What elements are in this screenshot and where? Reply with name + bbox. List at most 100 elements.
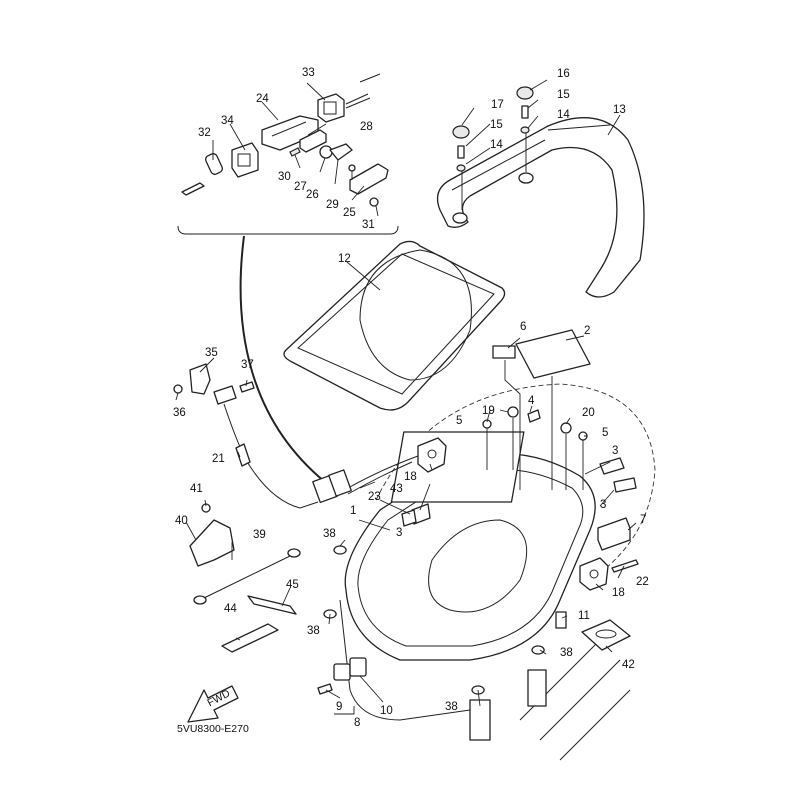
- part-26-clip[interactable]: [329, 143, 353, 161]
- callout-37: 37: [241, 359, 254, 371]
- callout-23: 23: [368, 491, 381, 503]
- callout-14b: 14: [557, 109, 570, 121]
- callout-3b: 3: [600, 499, 606, 511]
- callout-17: 17: [491, 99, 504, 111]
- part-3b-pad[interactable]: [613, 477, 637, 493]
- callout-35: 35: [205, 347, 218, 359]
- callout-27: 27: [294, 181, 307, 193]
- part-4-clip[interactable]: [527, 409, 541, 423]
- callout-3a: 3: [612, 445, 618, 457]
- callout-42: 42: [622, 659, 635, 671]
- callout-24: 24: [256, 93, 269, 105]
- part-9-bulb[interactable]: [317, 683, 333, 695]
- part-18a-lock[interactable]: [417, 437, 447, 473]
- callout-45: 45: [286, 579, 299, 591]
- part-16-cap[interactable]: [516, 86, 534, 100]
- part-30-spring[interactable]: [289, 147, 301, 157]
- inset-group: [177, 73, 399, 483]
- callout-38d: 38: [445, 701, 458, 713]
- part-25-plate[interactable]: [349, 163, 389, 195]
- part-6-pad[interactable]: [492, 345, 516, 359]
- callout-15a: 15: [490, 119, 503, 131]
- part-33-coupler[interactable]: [317, 73, 381, 123]
- part-14b-washer[interactable]: [520, 126, 530, 134]
- part-38c-grommet[interactable]: [531, 645, 545, 655]
- callout-6: 6: [520, 321, 526, 333]
- part-35-bracket[interactable]: [189, 363, 211, 395]
- part-15a-bolt[interactable]: [457, 145, 465, 159]
- part-38d-grommet[interactable]: [471, 685, 485, 695]
- callout-5b: 5: [602, 427, 608, 439]
- callout-38c: 38: [560, 647, 573, 659]
- part-45-strap[interactable]: [247, 595, 297, 615]
- callout-21: 21: [212, 453, 225, 465]
- part-32-pin[interactable]: [181, 152, 224, 196]
- callout-11: 11: [578, 610, 590, 622]
- callout-12: 12: [338, 253, 351, 265]
- callout-40: 40: [175, 515, 188, 527]
- part-8-switch-assembly[interactable]: [317, 657, 367, 695]
- leader-lines: [175, 79, 637, 715]
- part-1-luggage-box[interactable]: [339, 383, 656, 721]
- callout-31: 31: [362, 219, 375, 231]
- part-14a-washer[interactable]: [456, 164, 466, 172]
- part-37-screw[interactable]: [239, 381, 255, 393]
- part-23-cable[interactable]: [347, 455, 419, 489]
- part-27-seal[interactable]: [319, 145, 333, 159]
- part-40-stay[interactable]: [189, 519, 235, 567]
- part-22-cable-end[interactable]: [611, 559, 639, 573]
- connector-coupler[interactable]: [312, 469, 352, 504]
- part-44-plate[interactable]: [221, 623, 279, 653]
- part-2-mat-sheet[interactable]: [515, 329, 591, 379]
- diagram-code: 5VU8300-E270: [177, 723, 249, 735]
- part-38b-grommet[interactable]: [323, 609, 337, 619]
- part-7-seal[interactable]: [597, 517, 631, 551]
- part-42-rubber-pad[interactable]: [581, 619, 631, 651]
- part-3a-pad[interactable]: [599, 457, 625, 475]
- inset-bracket: [177, 225, 399, 235]
- part-29-screw[interactable]: [348, 164, 356, 172]
- part-13-rear-carrier[interactable]: [436, 117, 645, 298]
- callout-29: 29: [326, 199, 339, 211]
- callout-19: 19: [482, 405, 495, 417]
- part-34-housing[interactable]: [231, 142, 259, 178]
- callout-3c: 3: [396, 527, 402, 539]
- fwd-arrow: FWD: [187, 685, 239, 723]
- part-20-bolt[interactable]: [560, 422, 572, 434]
- callout-34: 34: [221, 115, 234, 127]
- callout-30: 30: [278, 171, 291, 183]
- callout-5a: 5: [456, 415, 462, 427]
- callout-18a: 18: [404, 471, 417, 483]
- callout-2: 2: [584, 325, 590, 337]
- part-18b-lock[interactable]: [579, 557, 609, 591]
- callout-32: 32: [198, 127, 211, 139]
- callout-labels: 1 2 3 3 3 4 5 5 6 7 8 9 10 11 12 13 14 1…: [173, 67, 649, 729]
- callout-15b: 15: [557, 89, 570, 101]
- part-31-screw[interactable]: [369, 197, 379, 207]
- part-36-nut[interactable]: [173, 384, 183, 394]
- callout-33: 33: [302, 67, 315, 79]
- inset-connector-line: [239, 235, 326, 483]
- part-15b-bolt[interactable]: [521, 105, 529, 119]
- part-11-bolt[interactable]: [555, 611, 567, 629]
- callout-44: 44: [224, 603, 237, 615]
- part-39-wire-lock[interactable]: [193, 548, 301, 605]
- cable-clamp[interactable]: [213, 385, 237, 405]
- part-17-cap[interactable]: [452, 125, 470, 139]
- callout-14a: 14: [490, 139, 503, 151]
- callout-10: 10: [380, 705, 393, 717]
- callout-20: 20: [582, 407, 595, 419]
- callout-9: 9: [336, 701, 342, 713]
- part-38a-grommet[interactable]: [333, 545, 347, 555]
- callout-38b: 38: [307, 625, 320, 637]
- part-19-bolt[interactable]: [507, 406, 519, 418]
- callout-43: 43: [390, 483, 403, 495]
- callout-41: 41: [190, 483, 203, 495]
- callout-7: 7: [640, 514, 646, 526]
- part-28-holder[interactable]: [299, 129, 327, 153]
- part-12-seat-mat[interactable]: [283, 240, 506, 411]
- part-3c-pad[interactable]: [401, 509, 417, 527]
- callout-13: 13: [613, 104, 626, 116]
- callout-36: 36: [173, 407, 186, 419]
